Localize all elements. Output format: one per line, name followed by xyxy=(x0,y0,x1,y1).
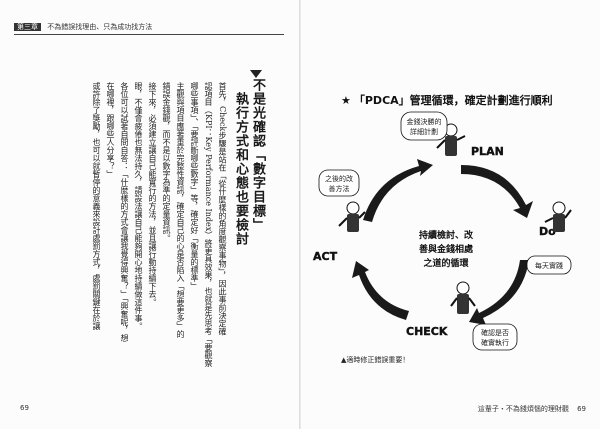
chapter-title: 不為錯誤找理由、只為成功找方法 xyxy=(47,23,153,31)
bubble-check-line-2: 確實執行 xyxy=(481,338,509,347)
bubble-act: 之後的改 善方法 xyxy=(318,169,360,197)
figure-check-character-icon xyxy=(450,281,476,314)
bubble-act-line-1: 之後的改 xyxy=(325,174,353,183)
star-icon: ★ xyxy=(341,94,351,107)
body-column: 接下來，必須建立讓自己能實行的方法，並且讓行動持續下去。 xyxy=(148,82,157,306)
page-number-left: 69 xyxy=(20,404,29,412)
chapter-header: 第三章 不為錯誤找理由、只為成功找方法 xyxy=(14,22,284,35)
check-text: CHECK xyxy=(406,325,448,338)
body-column: 眼，不僅會疲倦也無法持久，請設法讓自己能夠開心地持續做這件事。 xyxy=(134,82,143,330)
check-label: CHECK xyxy=(406,325,448,338)
body-column: 在哪裡，跟哪些人分享？」 xyxy=(106,82,115,178)
footer-text: 這輩子・不為錢煩惱的理財觀 xyxy=(477,405,569,413)
center-line-3: 之道的循環 xyxy=(423,257,469,269)
body-column: 認項目（KPI：Key Performance Index）將更具效果，也就是先… xyxy=(204,82,213,368)
book-gutter xyxy=(299,0,301,429)
body-column: 錯誤金錢觀，而不是以數字為準的定量資訊。 xyxy=(162,82,171,242)
bubble-plan: 金錢決勝的 詳細計劃 xyxy=(400,111,448,141)
figure-act-character-icon xyxy=(338,201,366,232)
bubble-act-line-2: 善方法 xyxy=(329,184,350,193)
plan-label: PLAN xyxy=(471,145,504,158)
body-column: 或許除了獎勵，也可以就暫停的意義來設計處罰方式，處罰關鍵在於讓 xyxy=(92,82,101,330)
figure-do-character-icon xyxy=(544,201,572,232)
page-footer-right: 這輩子・不為錢煩惱的理財觀 69 xyxy=(478,404,586,414)
center-caption: 持續檢討、改 善與金錢相處 之道的循環 xyxy=(419,229,474,269)
bubble-plan-line-1: 金錢決勝的 xyxy=(407,117,442,126)
page-number-right: 69 xyxy=(577,405,586,413)
act-label: ACT xyxy=(313,250,338,263)
arrow-act-to-plan xyxy=(363,159,433,222)
arrow-plan-to-do xyxy=(461,165,533,218)
body-column: 主觀與項目應著重於完整性資訊，確定自己的心是否陷入「想要更多」的 xyxy=(176,82,185,338)
right-page: ★「PDCA」管理循環，確定計劃進行順利 持續檢討、改 善與金錢相處 之道的循環… xyxy=(301,0,600,429)
body-column: 哪些事項」、「要評斷哪些數字」等，確定好「衡量的標準」 xyxy=(190,82,199,290)
diagram-footnote: ▲適時修正錯誤重要！ xyxy=(341,355,409,364)
bubble-check-line-1: 確認是否 xyxy=(481,328,509,337)
bubble-check: 確認是否 確實執行 xyxy=(472,323,518,351)
center-line-2: 善與金錢相處 xyxy=(419,243,474,255)
chapter-tag: 第三章 xyxy=(14,23,41,31)
cycle-arrows xyxy=(352,159,533,325)
bubble-plan-line-2: 詳細計劃 xyxy=(410,127,438,136)
left-page: 第三章 不為錯誤找理由、只為成功找方法 不是光確認「數字目標」 執行方式和心態也… xyxy=(0,0,299,429)
pdca-diagram: 持續檢討、改 善與金錢相處 之道的循環 PLAN Do CHECK ACT xyxy=(313,111,572,364)
triangle-marker-icon xyxy=(250,70,262,78)
bubble-do-line-1: 每天實踐 xyxy=(535,261,563,270)
do-text: Do xyxy=(539,225,556,238)
diagram-title: ★「PDCA」管理循環，確定計劃進行順利 xyxy=(341,92,553,108)
do-label: Do xyxy=(539,225,557,238)
bubble-do: 每天實踐 xyxy=(526,255,572,275)
act-text: ACT xyxy=(313,250,338,263)
body-column: 首先，Check步驟是站在「從什麼樣的角度觀察事物」，因此事前決定確 xyxy=(218,82,227,336)
section-title-sub: 執行方式和心態也要檢討 xyxy=(233,92,248,246)
arrow-do-to-check xyxy=(469,260,529,325)
center-line-1: 持續檢討、改 xyxy=(419,229,474,241)
section-title-main: 不是光確認「數字目標」 xyxy=(250,78,265,232)
body-column: 各位可以試著自問自答：「什麼樣的方式會讓我覺得興奮？」「興奮呢，想 xyxy=(120,82,129,342)
arrow-check-to-act xyxy=(352,261,409,320)
body-text: 首先，Check步驟是站在「從什麼樣的角度觀察事物」，因此事前決定確 認項目（K… xyxy=(60,82,228,382)
plan-text: PLAN xyxy=(471,145,504,158)
diagram-title-text: 「PDCA」管理循環，確定計劃進行順利 xyxy=(353,94,553,107)
